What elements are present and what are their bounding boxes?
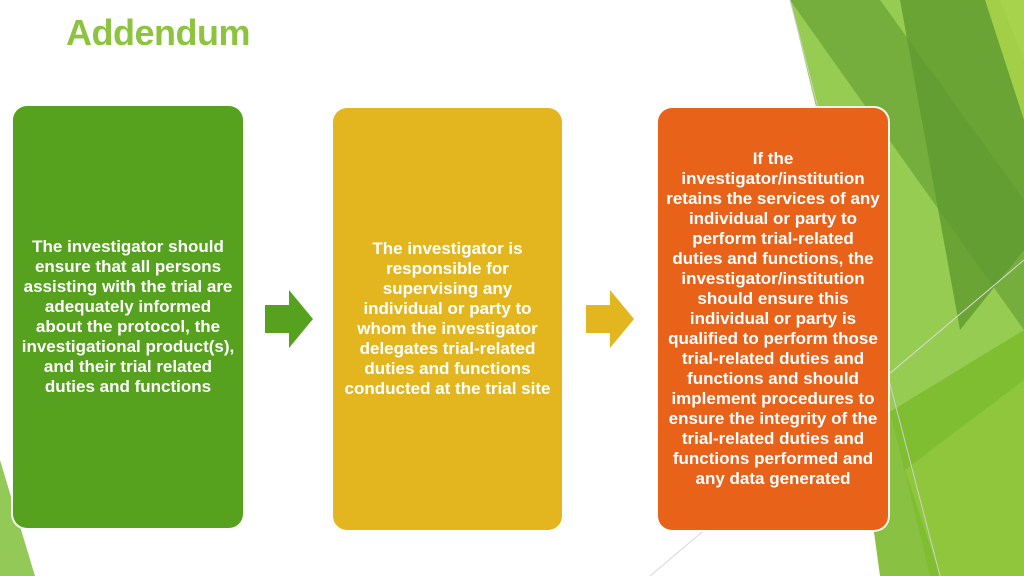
page-title: Addendum (66, 12, 250, 53)
arrow-right-icon (265, 290, 313, 348)
step-box-1: The investigator should ensure that all … (13, 106, 243, 528)
deco-green-facet-6 (905, 380, 1024, 576)
deco-green-facet-4 (985, 0, 1024, 120)
deco-green-facet-3 (900, 0, 1024, 330)
step-box-1-text: The investigator should ensure that all … (21, 237, 235, 396)
arrow-right-icon (586, 290, 634, 348)
step-box-2: The investigator is responsible for supe… (333, 108, 562, 530)
step-box-2-text: The investigator is responsible for supe… (344, 239, 551, 398)
step-box-3: If the investigator/institution retains … (658, 108, 888, 530)
step-box-3-text: If the investigator/institution retains … (666, 149, 880, 488)
